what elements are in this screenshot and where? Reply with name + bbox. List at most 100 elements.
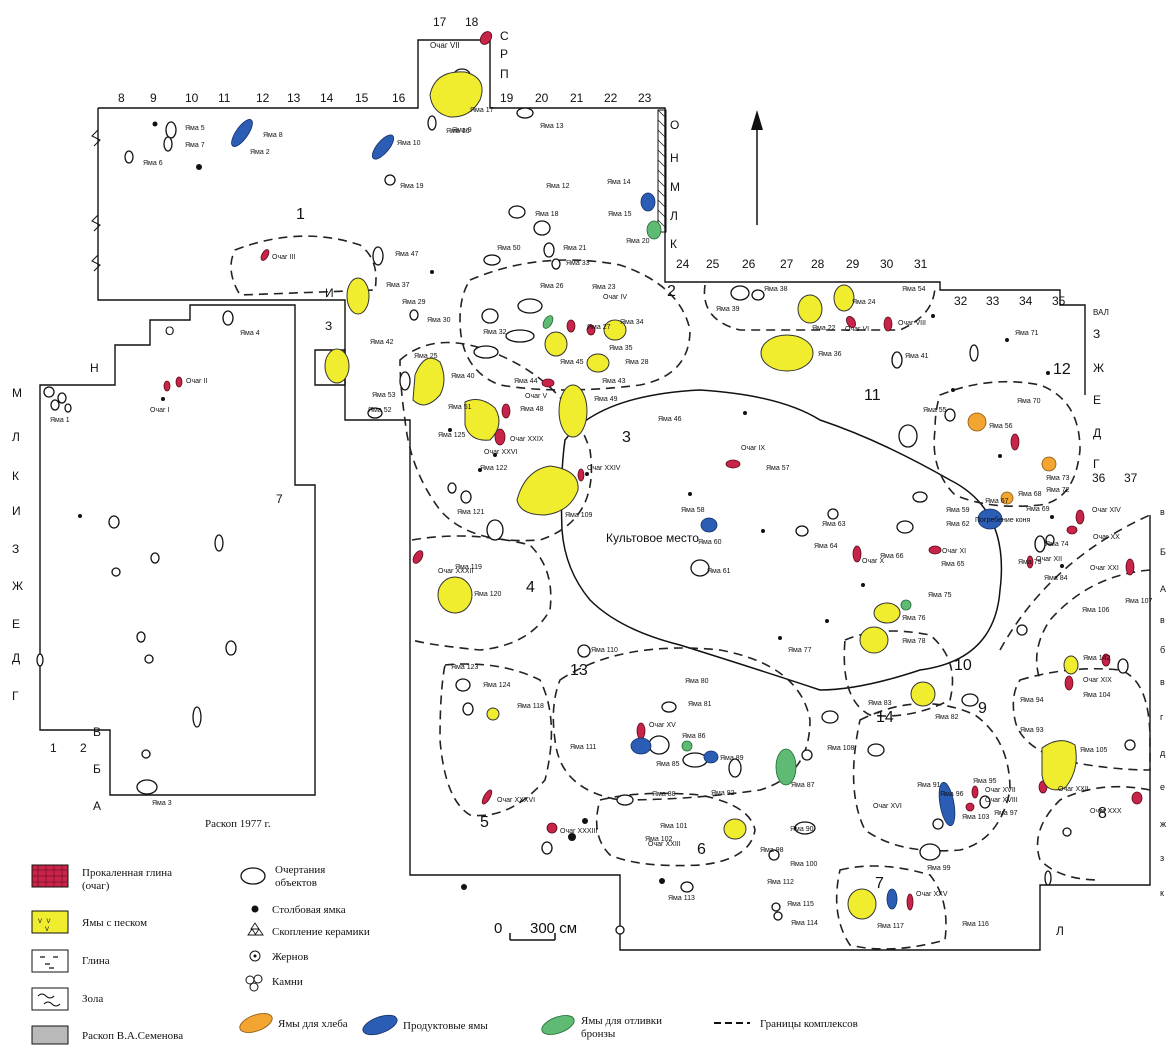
- hearth-label: Очаг XI: [942, 548, 966, 555]
- pit-label: Яма 64: [814, 543, 838, 550]
- post-hole-symbol: [251, 905, 259, 913]
- pit-label: Яма 96: [940, 791, 964, 798]
- pit-label: Яма 19: [400, 183, 424, 190]
- row-label: Р: [500, 47, 508, 61]
- pit-label: Яма 95: [973, 778, 997, 785]
- ash-swatch: [31, 987, 69, 1011]
- pit-label: Яма 25: [414, 353, 438, 360]
- bronze-pits: [542, 220, 912, 786]
- row-label: Д: [12, 651, 20, 665]
- col-label: 34: [1019, 294, 1033, 308]
- pit-label: Яма 16: [446, 128, 470, 135]
- hearth-labels: Очаг I Очаг II Очаг III Очаг IV Очаг V О…: [150, 41, 1122, 898]
- pit-label: Яма 12: [546, 183, 570, 190]
- pit-label: Яма 65: [941, 561, 965, 568]
- hearth-label: Очаг X: [862, 558, 884, 565]
- hearth-label: Очаг V: [525, 393, 547, 400]
- pit-label: Яма 17: [470, 107, 494, 114]
- pit-label: Яма 73: [1046, 475, 1070, 482]
- legend-millstone: Жернов: [272, 951, 308, 963]
- row-label: Н: [670, 151, 679, 165]
- food-pits: [231, 119, 1003, 910]
- pit-label: Яма 9: [452, 127, 472, 134]
- pit-label: Яма 101: [660, 823, 687, 830]
- pit-label: Яма 75: [928, 592, 952, 599]
- hearth-label: Очаг XXX: [1090, 808, 1122, 815]
- pit-label: Яма 49: [594, 396, 618, 403]
- pit-label: Яма 103: [962, 814, 989, 821]
- row-label: С: [500, 29, 509, 43]
- pit-label: Яма 72: [1046, 487, 1070, 494]
- col-label: 33: [986, 294, 1000, 308]
- pit-label: Яма 48: [520, 406, 544, 413]
- complex-number: 13: [570, 662, 588, 679]
- pit-labels: Яма 1 Яма 2 Яма 3 Яма 4 Яма 5 Яма 6 Яма …: [50, 107, 1152, 930]
- pit-label: Яма 32: [483, 329, 507, 336]
- col-label: 25: [706, 257, 720, 271]
- row-label: з: [1160, 853, 1164, 863]
- col-label: 1: [50, 741, 57, 755]
- legend-burnt-clay-sub: (очаг): [82, 880, 110, 892]
- pit-label: Яма 69: [1026, 506, 1050, 513]
- pit-label: Яма 66: [880, 553, 904, 560]
- pit-label: Яма 122: [480, 465, 507, 472]
- row-label: в: [1160, 615, 1165, 625]
- pit-label: Яма 119: [455, 564, 482, 571]
- complex-number: 3: [622, 429, 631, 446]
- plain-pits: [36, 68, 1136, 935]
- pit-label: Яма 107: [1125, 598, 1152, 605]
- pit-label: Яма 113: [668, 895, 695, 902]
- row-label: З: [12, 542, 19, 556]
- col-label: 24: [676, 257, 690, 271]
- pit-label: Яма 45: [560, 359, 584, 366]
- hearth-label: Очаг XXIV: [587, 465, 621, 472]
- row-label: М: [12, 386, 22, 400]
- pit-label: Яма 70: [1017, 398, 1041, 405]
- hearth-label: Очаг III: [272, 254, 295, 261]
- pit-label: Яма 34: [620, 319, 644, 326]
- hearth-label: Очаг IX: [741, 445, 765, 452]
- pit-label: Яма 114: [791, 920, 818, 927]
- pit-label: Яма 24: [852, 299, 876, 306]
- col-label: 12: [256, 91, 270, 105]
- complex-number: 10: [954, 657, 972, 674]
- row-label: М: [670, 180, 680, 194]
- row-label: З: [1093, 327, 1100, 341]
- hearth-label: Очаг XVIII: [985, 797, 1018, 804]
- pit-label: Яма 93: [1020, 727, 1044, 734]
- pit-label: Яма 83: [868, 700, 892, 707]
- pit-label: Яма 87: [791, 782, 815, 789]
- col-label: 10: [185, 91, 199, 105]
- legend-burnt-clay: Прокаленная глина: [82, 867, 172, 879]
- pit-label: Яма 39: [716, 306, 740, 313]
- pit-label: Яма 56: [989, 423, 1013, 430]
- excavation-1977-label: Раскоп 1977 г.: [205, 818, 271, 830]
- row-label: Л: [670, 209, 678, 223]
- pit-label: Яма 124: [483, 682, 510, 689]
- legend-post: Столбовая ямка: [272, 904, 346, 916]
- pit-label: Яма 77: [788, 647, 812, 654]
- legend-bronze-pits: Ямы для отливки: [581, 1015, 662, 1027]
- pit-label: Яма 88: [652, 791, 676, 798]
- pit-label: Яма 46: [658, 416, 682, 423]
- pit-label: Яма 52: [368, 407, 392, 414]
- row-label: К: [670, 237, 677, 251]
- scale-zero-label: 0: [494, 920, 502, 937]
- semenov-swatch: [31, 1025, 69, 1045]
- pit-label: Яма 14: [607, 179, 631, 186]
- legend-sand-pits: Ямы с песком: [82, 917, 147, 929]
- clay-swatch: [31, 949, 69, 973]
- hearth-label: Очаг XXXVI: [497, 797, 535, 804]
- horse-burial-label: Погребение коня: [975, 516, 1031, 524]
- row-label: г: [1160, 712, 1164, 722]
- col-label: 37: [1124, 471, 1138, 485]
- legend-bronze-pits-sub: бронзы: [581, 1028, 616, 1040]
- row-label: О: [165, 324, 174, 338]
- col-label: 27: [780, 257, 794, 271]
- col-label: 21: [570, 91, 584, 105]
- pit-label: Яма 106: [1082, 607, 1109, 614]
- col-label: 20: [535, 91, 549, 105]
- pit-label: Яма 43: [602, 378, 626, 385]
- cult-place-label: Культовое место: [606, 531, 699, 545]
- pit-label: Яма 58: [681, 507, 705, 514]
